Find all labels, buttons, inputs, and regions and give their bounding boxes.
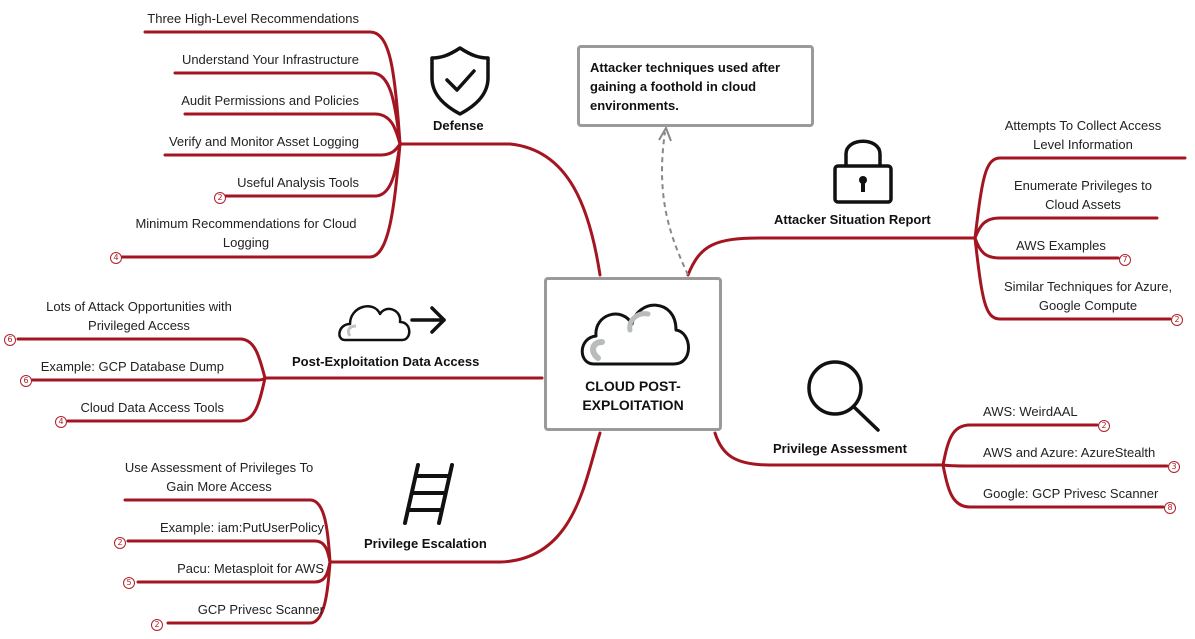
connector-situation-item-4 bbox=[973, 236, 1172, 321]
padlock-icon bbox=[833, 139, 893, 204]
data-access-item-1-badge[interactable]: 6 bbox=[4, 334, 16, 346]
data-access-item-3-badge[interactable]: 4 bbox=[55, 416, 67, 428]
shield-check-icon bbox=[430, 46, 490, 116]
escalation-item-3[interactable]: Pacu: Metasploit for AWS bbox=[177, 561, 324, 576]
data-access-item-2[interactable]: Example: GCP Database Dump bbox=[40, 359, 224, 374]
connector-assessment bbox=[713, 431, 945, 467]
connector-assessment-item-3 bbox=[941, 463, 1165, 509]
assessment-item-2[interactable]: AWS and Azure: AzureStealth bbox=[983, 445, 1156, 460]
escalation-item-4[interactable]: GCP Privesc Scanner bbox=[197, 602, 324, 617]
assessment-item-1[interactable]: AWS: WeirdAAL bbox=[983, 404, 1078, 419]
connector-defense bbox=[398, 142, 602, 277]
connector-situation bbox=[686, 236, 977, 277]
assessment-item-2-badge[interactable]: 3 bbox=[1168, 461, 1180, 473]
defense-item-5-badge[interactable]: 2 bbox=[214, 192, 226, 204]
defense-item-4[interactable]: Verify and Monitor Asset Logging bbox=[168, 134, 359, 149]
callout-dashed-arrow bbox=[661, 131, 689, 276]
connector-defense-item-1 bbox=[143, 30, 402, 146]
connector-situation-item-1 bbox=[973, 156, 1187, 240]
situation-item-1[interactable]: Attempts To Collect Access Level Informa… bbox=[1004, 118, 1162, 152]
assessment-item-1-badge[interactable]: 2 bbox=[1098, 420, 1110, 432]
connector-assessment-item-2 bbox=[941, 463, 1169, 468]
connector-data-access-item-3 bbox=[66, 376, 267, 423]
connector-escalation-item-1 bbox=[123, 498, 332, 564]
connector-situation-item-2 bbox=[973, 216, 1159, 240]
branch-title-assessment[interactable]: Privilege Assessment bbox=[773, 441, 907, 456]
defense-item-2[interactable]: Understand Your Infrastructure bbox=[181, 52, 359, 67]
escalation-item-4-badge[interactable]: 2 bbox=[151, 619, 163, 631]
connector-data-access-item-1 bbox=[16, 337, 267, 380]
defense-item-5[interactable]: Useful Analysis Tools bbox=[237, 175, 359, 190]
branch-title-escalation[interactable]: Privilege Escalation bbox=[364, 536, 487, 551]
escalation-item-1[interactable]: Use Assessment of Privileges To Gain Mor… bbox=[124, 460, 314, 494]
branch-title-situation[interactable]: Attacker Situation Report bbox=[774, 212, 931, 227]
center-node[interactable]: CLOUD POST-EXPLOITATION bbox=[544, 277, 722, 431]
situation-item-3-badge[interactable]: 7 bbox=[1119, 254, 1131, 266]
cloud-arrow-icon bbox=[338, 305, 446, 342]
connector-assessment-item-1 bbox=[941, 423, 1099, 467]
situation-item-4-badge[interactable]: 2 bbox=[1171, 314, 1183, 326]
situation-item-4[interactable]: Similar Techniques for Azure, Google Com… bbox=[1003, 279, 1173, 313]
situation-item-2[interactable]: Enumerate Privileges to Cloud Assets bbox=[1013, 178, 1152, 212]
data-access-item-3[interactable]: Cloud Data Access Tools bbox=[80, 400, 224, 415]
callout-text: Attacker techniques used after gaining a… bbox=[590, 60, 781, 113]
cloud-icon bbox=[580, 303, 690, 366]
branch-title-data-access[interactable]: Post-Exploitation Data Access bbox=[292, 354, 480, 369]
center-title: CLOUD POST-EXPLOITATION bbox=[582, 378, 684, 413]
branch-title-defense[interactable]: Defense bbox=[433, 118, 484, 133]
magnifier-icon bbox=[807, 360, 880, 432]
connector-defense-item-3 bbox=[183, 112, 402, 146]
ladder-icon bbox=[403, 463, 454, 525]
escalation-item-2[interactable]: Example: iam:PutUserPolicy bbox=[160, 520, 324, 535]
escalation-item-2-badge[interactable]: 2 bbox=[114, 537, 126, 549]
assessment-item-3[interactable]: Google: GCP Privesc Scanner bbox=[983, 486, 1159, 501]
data-access-item-2-badge[interactable]: 6 bbox=[20, 375, 32, 387]
situation-item-3[interactable]: AWS Examples bbox=[1016, 238, 1106, 253]
defense-item-6-badge[interactable]: 4 bbox=[110, 252, 122, 264]
assessment-item-3-badge[interactable]: 8 bbox=[1164, 502, 1176, 514]
defense-item-6[interactable]: Minimum Recommendations for Cloud Loggin… bbox=[135, 216, 357, 250]
connector-defense-item-6 bbox=[120, 142, 402, 259]
connector-escalation-item-2 bbox=[126, 539, 332, 564]
connector-data-access-item-2 bbox=[30, 376, 267, 382]
connector-defense-item-2 bbox=[173, 71, 402, 146]
escalation-item-3-badge[interactable]: 5 bbox=[123, 577, 135, 589]
connector-escalation bbox=[328, 431, 602, 564]
defense-item-1[interactable]: Three High-Level Recommendations bbox=[147, 11, 359, 26]
connector-escalation-item-4 bbox=[166, 560, 332, 625]
data-access-item-1[interactable]: Lots of Attack Opportunities with Privil… bbox=[46, 299, 232, 333]
callout-box: Attacker techniques used after gaining a… bbox=[577, 45, 814, 127]
defense-item-3[interactable]: Audit Permissions and Policies bbox=[181, 93, 359, 108]
